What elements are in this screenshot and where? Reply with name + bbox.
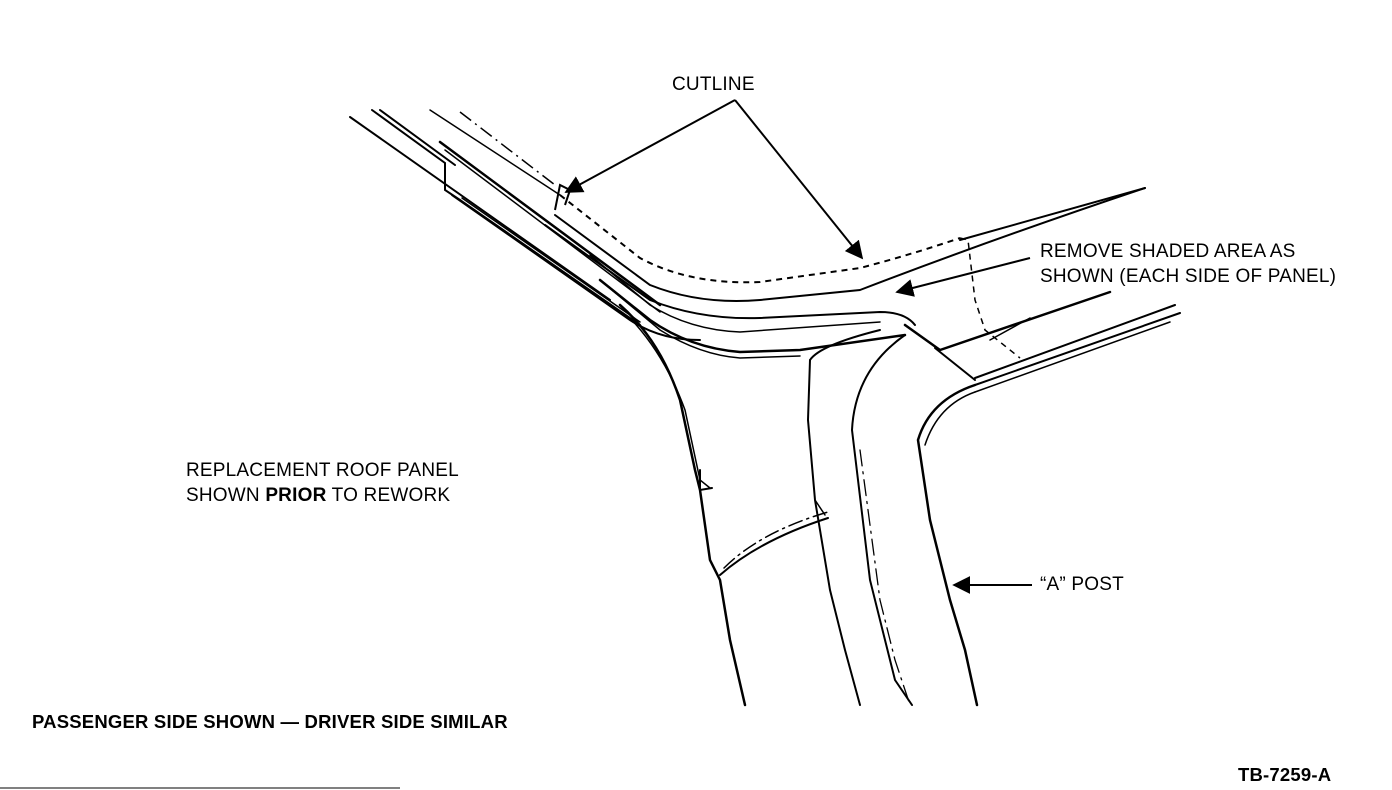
remove-label-line-2: SHOWN (EACH SIDE OF PANEL) <box>1040 266 1337 287</box>
replacement-label-pre: SHOWN <box>186 485 266 506</box>
remove-shaded-area-label: REMOVE SHADED AREA AS SHOWN (EACH SIDE O… <box>1040 239 1336 289</box>
remove-label-line-1: REMOVE SHADED AREA AS <box>1040 241 1296 262</box>
pillar-structure <box>618 303 881 707</box>
roof-rail <box>349 109 701 341</box>
cutline-label: CUTLINE <box>672 74 755 95</box>
replacement-label-line-2: SHOWN PRIOR TO REWORK <box>186 483 459 508</box>
a-post-label: “A” POST <box>1040 574 1124 595</box>
replacement-label-post: TO REWORK <box>326 485 451 506</box>
leader-arrows <box>564 99 1032 594</box>
passenger-side-caption: PASSENGER SIDE SHOWN — DRIVER SIDE SIMIL… <box>32 711 508 732</box>
replacement-roof-panel-label: REPLACEMENT ROOF PANEL SHOWN PRIOR TO RE… <box>186 458 459 508</box>
replacement-label-prior: PRIOR <box>265 485 327 506</box>
figure-id: TB-7259-A <box>1238 764 1332 785</box>
roof-corner <box>544 187 1146 359</box>
cutline-dashed <box>559 194 961 284</box>
dash-dot-centerline <box>459 111 556 186</box>
replacement-label-line-1: REPLACEMENT ROOF PANEL <box>186 460 459 481</box>
a-post <box>850 334 979 707</box>
right-roof-edge <box>903 187 1181 393</box>
remove-arrow <box>895 257 1031 297</box>
shaded-area-outline <box>959 237 1021 359</box>
cutline-arrow-left <box>564 99 736 193</box>
cutline-arrow-right <box>734 99 864 260</box>
